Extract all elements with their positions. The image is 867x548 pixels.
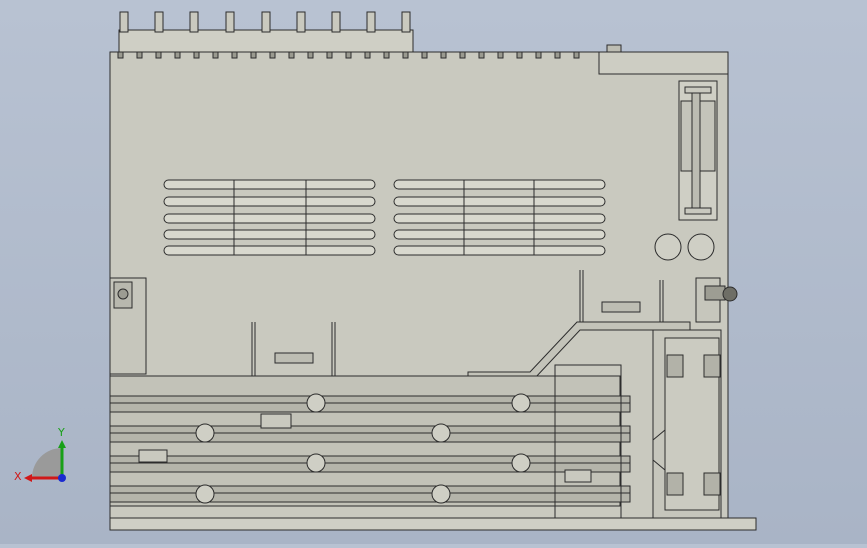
bracket-screw bbox=[117, 288, 129, 300]
top-edge-ticks bbox=[117, 51, 580, 59]
base-plate bbox=[109, 517, 757, 531]
top-pin-header bbox=[118, 11, 414, 53]
fin-tab-3 bbox=[564, 469, 592, 483]
fin-standoffs bbox=[195, 393, 531, 504]
x-axis-label: X bbox=[14, 470, 22, 483]
vent-slots-left bbox=[163, 179, 376, 256]
small-slot-right bbox=[601, 301, 641, 313]
fin-tab-2 bbox=[138, 449, 168, 463]
z-axis-dot bbox=[58, 474, 66, 482]
round-port-right bbox=[687, 233, 715, 261]
coordinate-triad: X Y bbox=[14, 426, 66, 483]
triad-arc bbox=[32, 448, 62, 478]
heatsink-fins bbox=[109, 375, 631, 507]
top-right-step bbox=[598, 51, 729, 75]
cooling-fan bbox=[652, 329, 722, 519]
side-connector bbox=[678, 80, 718, 221]
ground-screw bbox=[695, 277, 738, 323]
fin-tab-1 bbox=[260, 413, 292, 429]
round-port-left bbox=[654, 233, 682, 261]
top-knob bbox=[606, 44, 622, 53]
small-slot-mid bbox=[274, 352, 314, 364]
y-axis-label: Y bbox=[57, 426, 65, 439]
vent-slots-right bbox=[393, 179, 606, 256]
